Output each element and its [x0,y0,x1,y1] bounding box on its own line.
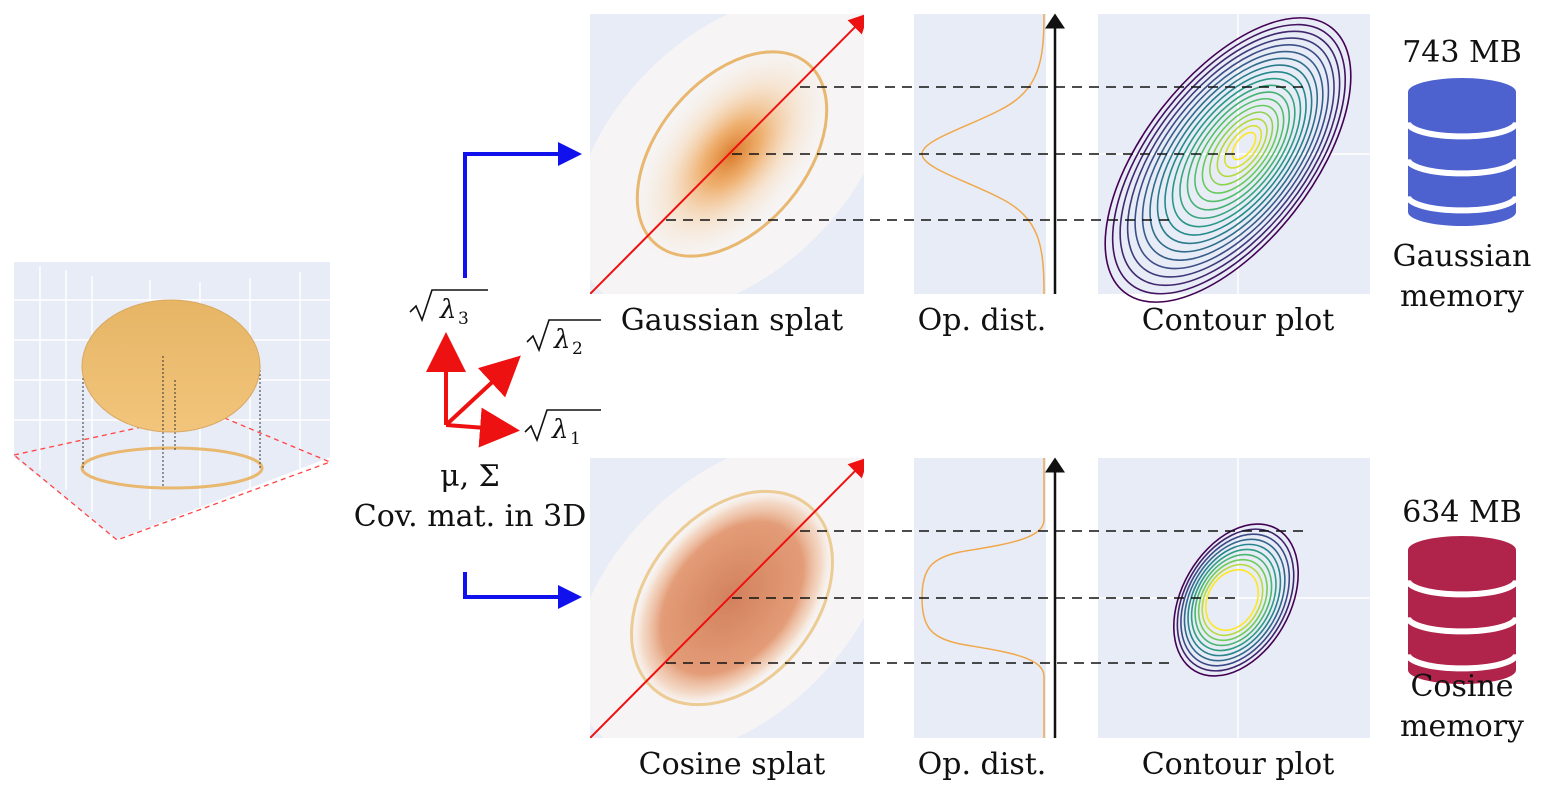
contour-ring [1201,104,1279,194]
contour-ring [1179,84,1296,220]
sqrt-lambda-1-label: λ 1 [524,409,601,449]
contour-ring [1194,553,1273,647]
eigen-axes: λ 3 λ 2 λ 1 μ, Σ Cov. mat. in 3D [354,289,601,534]
database-band [1405,121,1519,140]
contour-ring [1176,528,1295,672]
sqrt-lambda-2-label: λ 2 [526,319,601,359]
contour-ring [1197,558,1268,642]
contour-ring [1183,538,1286,662]
contour-ring [1180,533,1291,667]
mu-sigma-label: μ, Σ [440,459,500,494]
contour-ring [1134,44,1330,270]
contour-ring [1156,64,1313,245]
svg-text:λ: λ [551,415,568,445]
database-band [1405,195,1519,214]
cosine-contour-lines [1173,523,1299,677]
lambda-3-subscript: 3 [458,309,469,329]
gaussian-contour-label: Contour plot [1142,303,1335,338]
contour-ring [1164,70,1307,236]
cosine-memory-line1: Cosine [1410,669,1513,704]
gaussian-memory-line1: Gaussian [1393,239,1532,274]
database-band [1405,579,1519,598]
database-icon [1405,78,1519,226]
contour-ring [1111,23,1347,295]
contour-ring [1126,37,1335,278]
covariance-caption: Cov. mat. in 3D [354,499,587,534]
contour-ring [1204,569,1260,631]
gaussian-memory: 743 MB Gaussian memory [1393,35,1532,314]
cosine-opacity-panel [914,457,1065,738]
contour-ring [1224,124,1263,169]
cosine-contour-label: Contour plot [1142,747,1335,782]
contour-ring [1171,77,1302,228]
gaussian-splat-label: Gaussian splat [621,303,843,338]
cosine-memory: 634 MB Cosine memory [1400,495,1524,744]
contour-ring [1187,543,1282,657]
svg-text:λ: λ [439,295,456,325]
contour-ring [1173,523,1299,677]
database-body [1408,92,1516,226]
database-band [1405,616,1519,635]
gaussian-opacity-panel [914,13,1065,295]
contour-ring [1186,91,1291,211]
lambda-2-subscript: 2 [572,339,583,359]
gaussian-contour-lines [1104,17,1352,303]
branch-arrows [463,142,582,609]
svg-text:λ: λ [553,325,570,355]
contour-ring [1104,17,1352,303]
database-cap [1408,78,1516,106]
cosine-splat-label: Cosine splat [639,747,826,782]
contour-ring [1194,97,1285,203]
database-band [1405,653,1519,672]
contour-ring [1141,50,1324,261]
cosine-memory-line2: memory [1400,709,1524,744]
contour-ring [1216,118,1268,178]
cosine-opacity-label: Op. dist. [918,747,1047,782]
contour-ring [1119,30,1341,287]
gaussian-contour-panel [1098,14,1370,303]
covariance-3d-illustration [12,262,332,541]
sqrt-lambda-3-label: λ 3 [409,289,488,329]
cosine-memory-size: 634 MB [1402,495,1522,530]
database-icon [1405,536,1519,684]
contour-ring [1190,548,1277,652]
contour-ring [1149,57,1319,253]
gaussian-memory-line2: memory [1400,279,1524,314]
database-cap [1408,536,1516,564]
database-band [1405,158,1519,177]
contour-ring [1201,563,1264,637]
gaussian-memory-size: 743 MB [1402,35,1522,70]
database-body [1408,550,1516,684]
gaussian-opacity-label: Op. dist. [918,303,1047,338]
lambda-1-subscript: 1 [570,429,581,449]
contour-ring [1209,111,1274,186]
contour-ring [1231,131,1257,161]
